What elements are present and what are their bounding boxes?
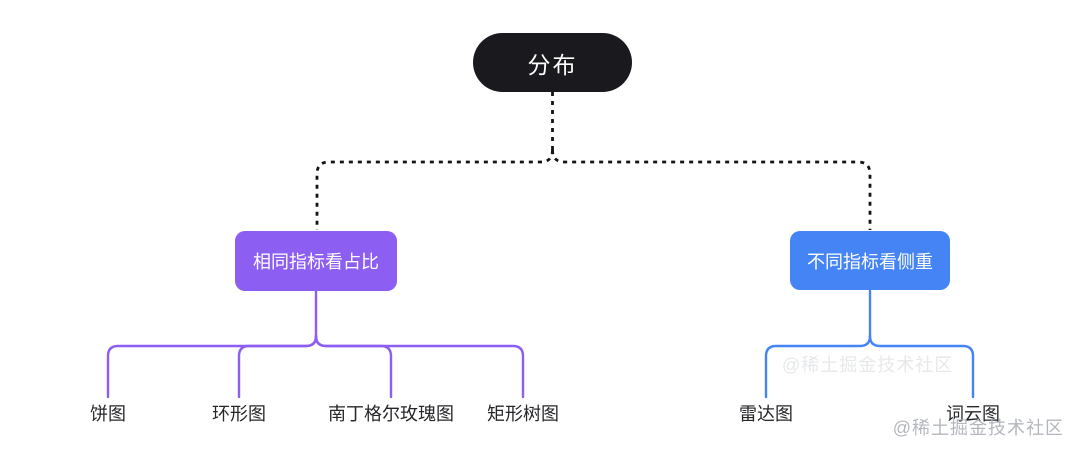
- leaf-pie-chart[interactable]: 饼图: [90, 404, 126, 424]
- branch-node-same-metric-proportion[interactable]: 相同指标看占比: [235, 231, 397, 291]
- root-to-left-branch-connector: [315, 149, 554, 230]
- left-branch-to-treemap-connector: [314, 334, 525, 399]
- leaf-treemap-chart[interactable]: 矩形树图: [487, 404, 559, 424]
- root-to-right-branch-connector: [551, 149, 872, 230]
- watermark-ghost: @稀土掘金技术社区: [782, 355, 954, 375]
- watermark: @稀土掘金技术社区: [892, 418, 1064, 438]
- left-branch-to-pie-connector: [106, 334, 318, 399]
- branch-node-different-metric-emphasis[interactable]: 不同指标看侧重: [790, 231, 950, 290]
- left-branch-to-donut-connector: [237, 334, 318, 399]
- root-node-distribution[interactable]: 分布: [473, 33, 632, 92]
- leaf-word-cloud-chart[interactable]: 词云图: [946, 404, 1000, 424]
- leaf-radar-chart[interactable]: 雷达图: [739, 404, 793, 424]
- leaf-nightingale-rose-chart[interactable]: 南丁格尔玫瑰图: [328, 404, 454, 424]
- left-branch-to-rose-connector: [314, 334, 393, 399]
- leaf-donut-chart[interactable]: 环形图: [212, 404, 266, 424]
